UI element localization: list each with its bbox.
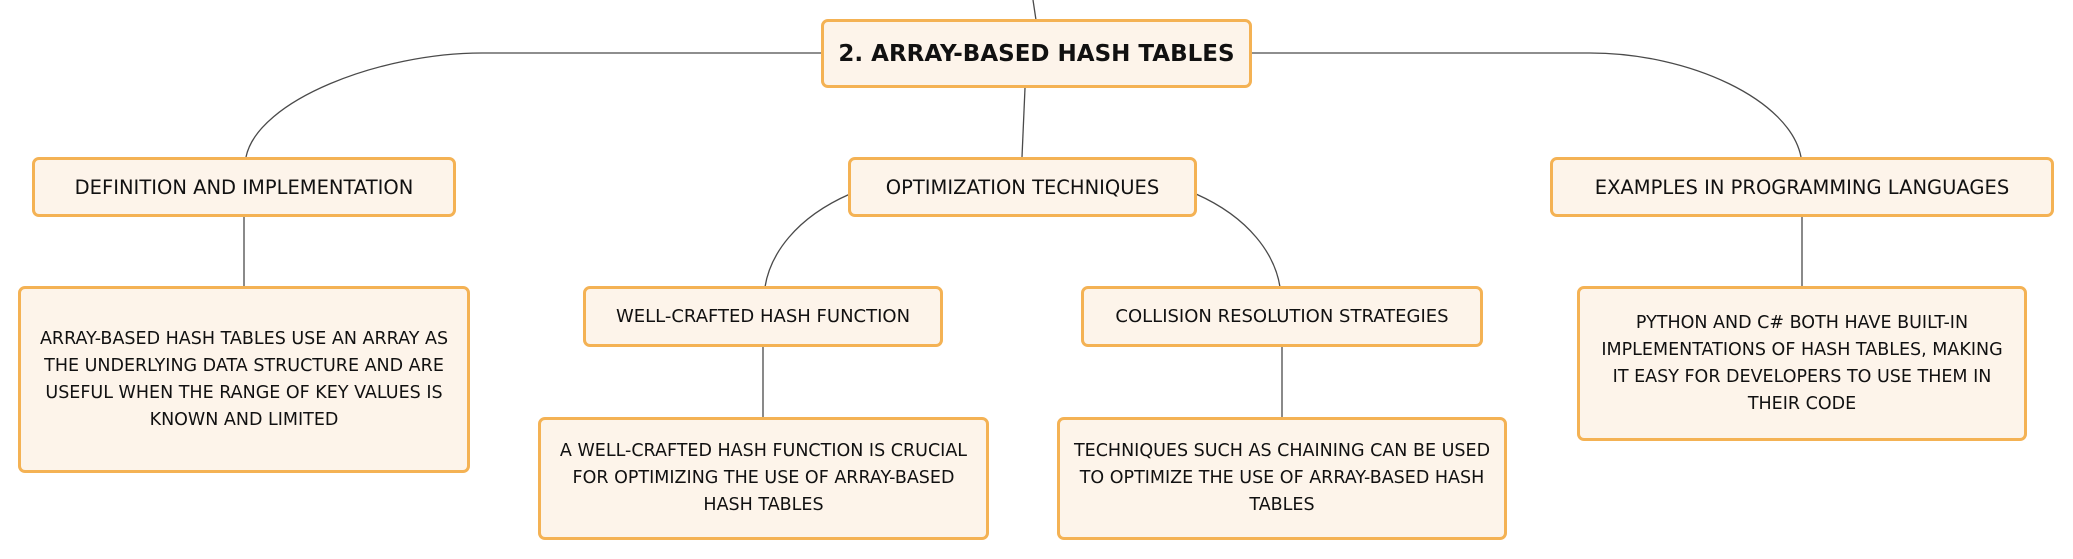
root-node[interactable]: 2. ARRAY-BASED HASH TABLES	[821, 19, 1252, 88]
connector-root-to-optimization	[1021, 87, 1026, 158]
connector-optimization-to-hash-function	[764, 193, 851, 288]
detail-node-examples-text: PYTHON AND C# BOTH HAVE BUILT-IN IMPLEME…	[1601, 312, 2003, 414]
sub-node-collision-label: COLLISION RESOLUTION STRATEGIES	[1115, 306, 1449, 327]
branch-node-optimization[interactable]: OPTIMIZATION TECHNIQUES	[848, 157, 1197, 217]
sub-node-hash-function-label: WELL-CRAFTED HASH FUNCTION	[615, 306, 911, 327]
detail-node-collision[interactable]: TECHNIQUES SUCH AS CHAINING CAN BE USED …	[1057, 417, 1507, 540]
detail-node-hash-function-text: A WELL-CRAFTED HASH FUNCTION IS CRUCIAL …	[559, 441, 968, 515]
connector-root-to-examples	[1251, 52, 1802, 158]
detail-node-definition-text: ARRAY-BASED HASH TABLES USE AN ARRAY AS …	[39, 328, 449, 430]
branch-node-optimization-label: OPTIMIZATION TECHNIQUES	[885, 175, 1160, 199]
sub-node-hash-function[interactable]: WELL-CRAFTED HASH FUNCTION	[583, 286, 943, 347]
root-node-label: 2. ARRAY-BASED HASH TABLES	[838, 40, 1235, 67]
branch-node-definition-label: DEFINITION AND IMPLEMENTATION	[74, 175, 414, 199]
connector-optimization-to-collision	[1195, 193, 1281, 288]
branch-node-definition[interactable]: DEFINITION AND IMPLEMENTATION	[32, 157, 456, 217]
connector-root-to-definition	[245, 52, 823, 158]
branch-node-examples-label: EXAMPLES IN PROGRAMMING LANGUAGES	[1594, 175, 2010, 199]
branch-node-examples[interactable]: EXAMPLES IN PROGRAMMING LANGUAGES	[1550, 157, 2054, 217]
detail-node-examples[interactable]: PYTHON AND C# BOTH HAVE BUILT-IN IMPLEME…	[1577, 286, 2027, 441]
detail-node-definition[interactable]: ARRAY-BASED HASH TABLES USE AN ARRAY AS …	[18, 286, 470, 473]
connector-root-to-parent	[1032, 0, 1037, 21]
sub-node-collision[interactable]: COLLISION RESOLUTION STRATEGIES	[1081, 286, 1483, 347]
detail-node-collision-text: TECHNIQUES SUCH AS CHAINING CAN BE USED …	[1073, 441, 1491, 515]
detail-node-hash-function[interactable]: A WELL-CRAFTED HASH FUNCTION IS CRUCIAL …	[538, 417, 989, 540]
